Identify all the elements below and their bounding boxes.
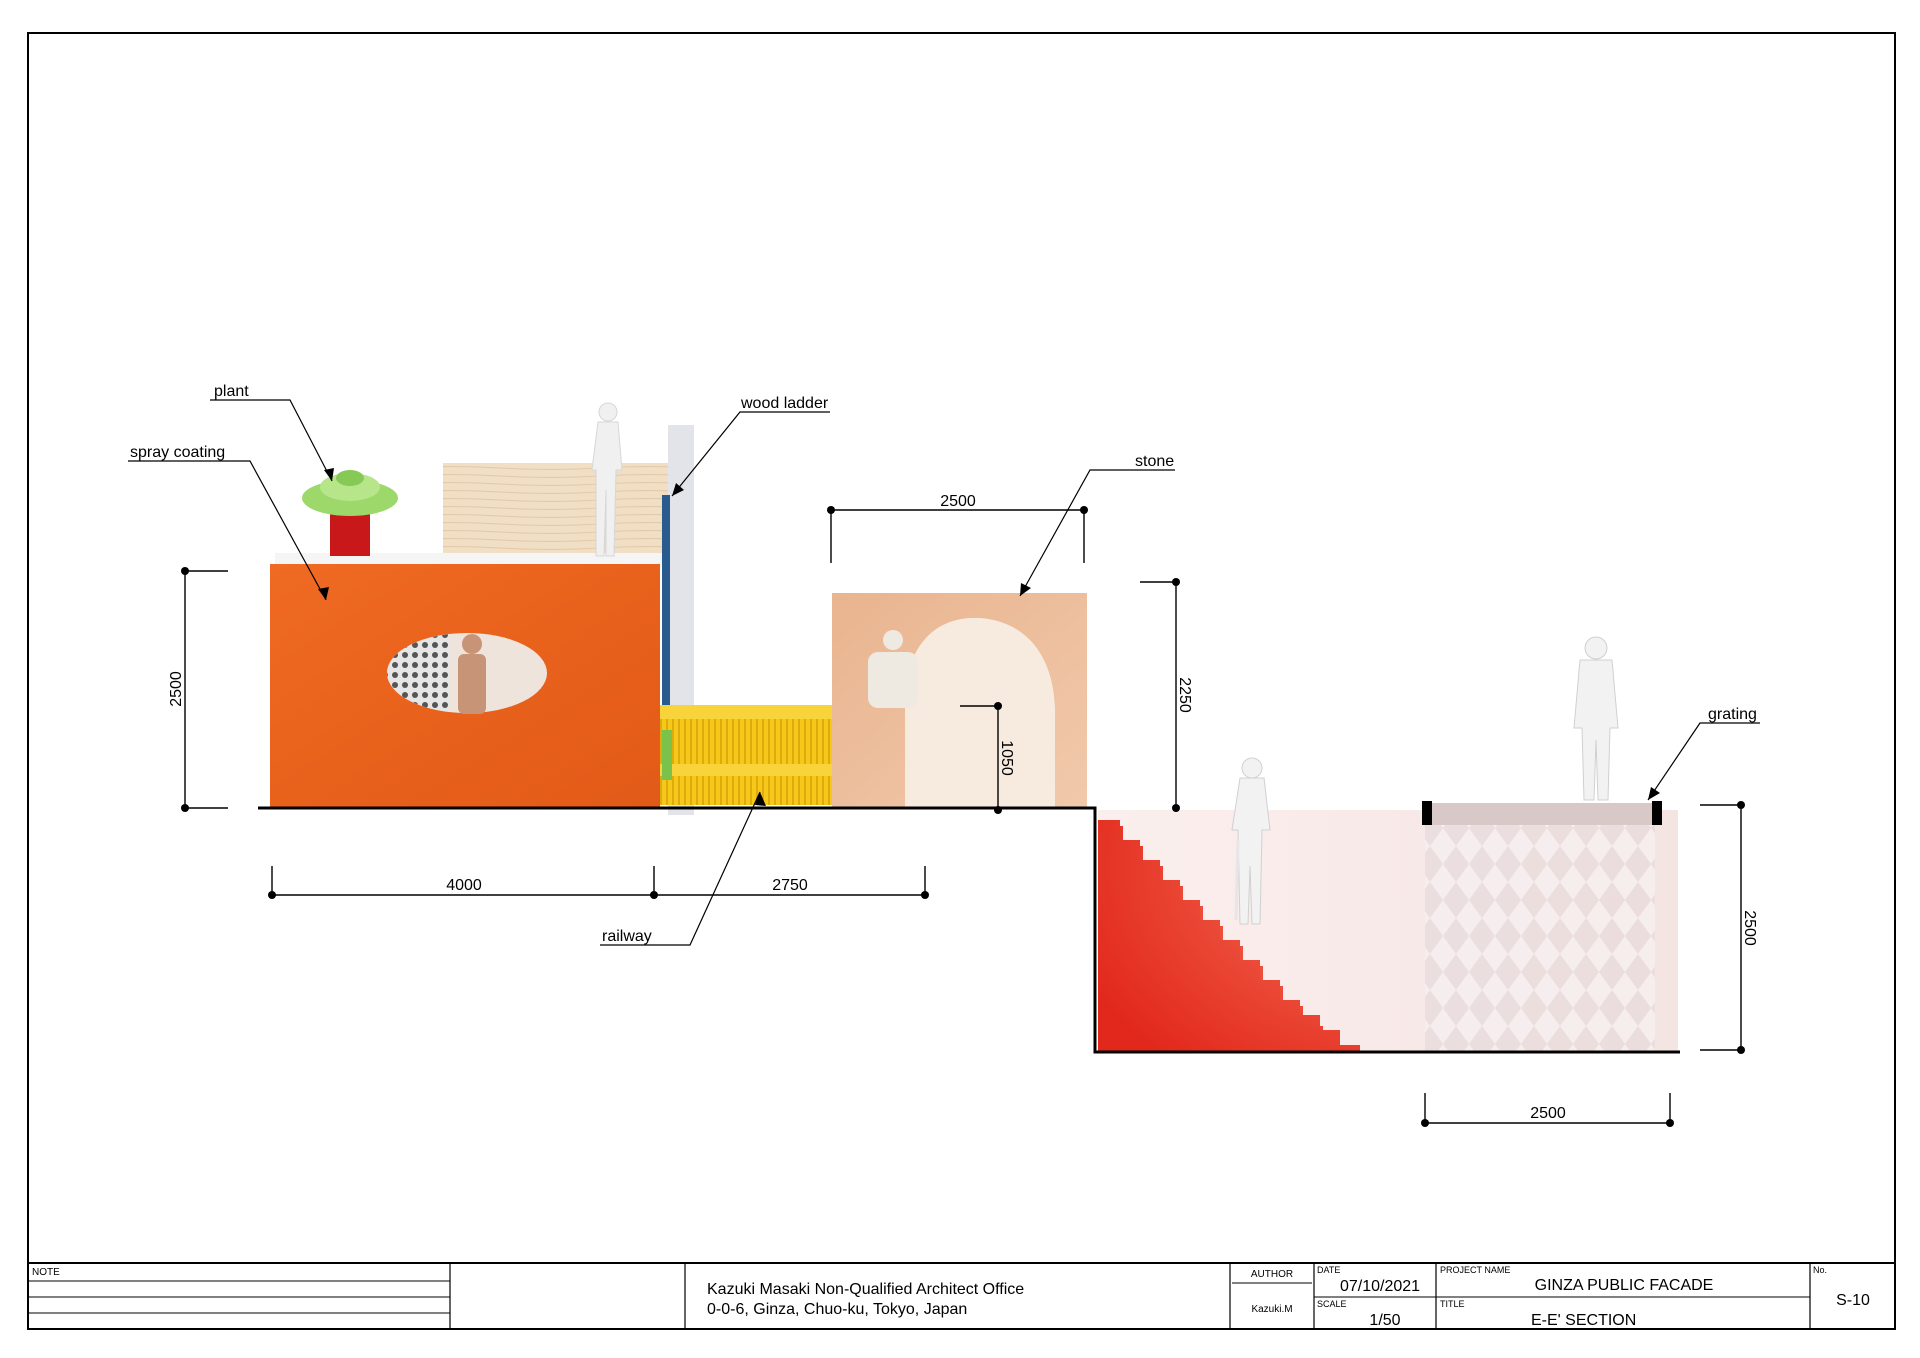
tb-scale-value: 1/50 — [1369, 1312, 1400, 1329]
dim-dot — [1080, 506, 1088, 514]
dim-dot — [181, 804, 189, 812]
leader-stone — [1019, 469, 1175, 597]
title-block — [28, 1262, 1895, 1329]
arrow-wood-ladder — [672, 483, 684, 496]
tb-project-label: PROJECT NAME — [1440, 1265, 1510, 1275]
wood-panel — [443, 463, 669, 556]
dim-dot — [268, 891, 276, 899]
dim-text-railway-height: 1050 — [998, 740, 1015, 776]
tb-note-label: NOTE — [32, 1267, 60, 1278]
figure-standing-top — [591, 402, 623, 557]
lattice-panel — [1425, 812, 1655, 1052]
dim-text-block-height: 2500 — [168, 671, 185, 707]
figure-in-oval — [458, 634, 486, 714]
red-stair-full — [1098, 820, 1410, 1052]
label-grating: grating — [1708, 706, 1757, 723]
figure-on-grating — [1573, 636, 1619, 801]
dim-dot — [994, 702, 1002, 710]
tb-project-value: GINZA PUBLIC FACADE — [1535, 1277, 1714, 1294]
tb-title-label: TITLE — [1440, 1299, 1465, 1309]
dim-dot — [1172, 804, 1180, 812]
grating-top — [1425, 803, 1660, 825]
plant — [302, 470, 398, 556]
label-wood-ladder: wood ladder — [740, 395, 829, 412]
leader-spray-coating — [128, 460, 327, 601]
sheet-border — [27, 32, 1896, 1330]
dim-dot — [1737, 801, 1745, 809]
label-stone: stone — [1135, 453, 1174, 470]
tb-no-value: S-10 — [1836, 1292, 1870, 1309]
label-spray-coating: spray coating — [130, 444, 225, 461]
arrow-railway — [755, 792, 766, 806]
dim-dot — [650, 891, 658, 899]
arrow-plant — [324, 468, 334, 481]
arrow-grating — [1648, 787, 1660, 800]
tb-date-label: DATE — [1317, 1265, 1340, 1275]
figure-seated — [868, 630, 918, 708]
dim-text-railway-width: 2750 — [772, 877, 808, 894]
dim-text-pit-depth: 2500 — [1741, 910, 1758, 946]
dim-dot — [1737, 1046, 1745, 1054]
label-railway: railway — [602, 928, 652, 945]
tb-office-name: Kazuki Masaki Non-Qualified Architect Of… — [707, 1281, 1024, 1298]
figure-on-stair — [1231, 757, 1271, 925]
tb-author-value: Kazuki.M — [1251, 1304, 1292, 1315]
dim-text-arch-width: 2500 — [940, 493, 976, 510]
dim-dot — [921, 891, 929, 899]
leader-grating — [1647, 722, 1760, 801]
tb-author-label: AUTHOR — [1251, 1269, 1293, 1280]
leader-wood-ladder — [671, 411, 830, 497]
dim-text-grating-width: 2500 — [1530, 1105, 1566, 1122]
dim-dot — [181, 567, 189, 575]
leader-plant — [210, 399, 333, 482]
arrow-stone — [1020, 583, 1031, 596]
oval-screen — [387, 634, 450, 712]
arrow-spray-coating — [318, 587, 329, 600]
tb-no-label: No. — [1813, 1265, 1827, 1275]
dim-dot — [994, 806, 1002, 814]
ladder-blue-strip — [662, 495, 670, 705]
label-plant: plant — [214, 383, 249, 400]
white-slab — [275, 553, 665, 567]
dim-text-arch-height: 2250 — [1176, 677, 1193, 713]
dim-dot — [827, 506, 835, 514]
dim-dot — [1172, 578, 1180, 586]
ground-line — [258, 806, 1680, 1054]
dim-dot — [1421, 1119, 1429, 1127]
tb-date-value: 07/10/2021 — [1340, 1278, 1420, 1295]
tb-title-value: E-E' SECTION — [1531, 1312, 1636, 1329]
tb-scale-label: SCALE — [1317, 1299, 1347, 1309]
grating-right-cap — [1652, 801, 1662, 825]
dim-dot — [1666, 1119, 1674, 1127]
dim-text-block-width: 4000 — [446, 877, 482, 894]
tb-office-address: 0-0-6, Ginza, Chuo-ku, Tokyo, Japan — [707, 1301, 967, 1318]
grating-left-cap — [1422, 801, 1432, 825]
leader-railway — [600, 791, 761, 946]
